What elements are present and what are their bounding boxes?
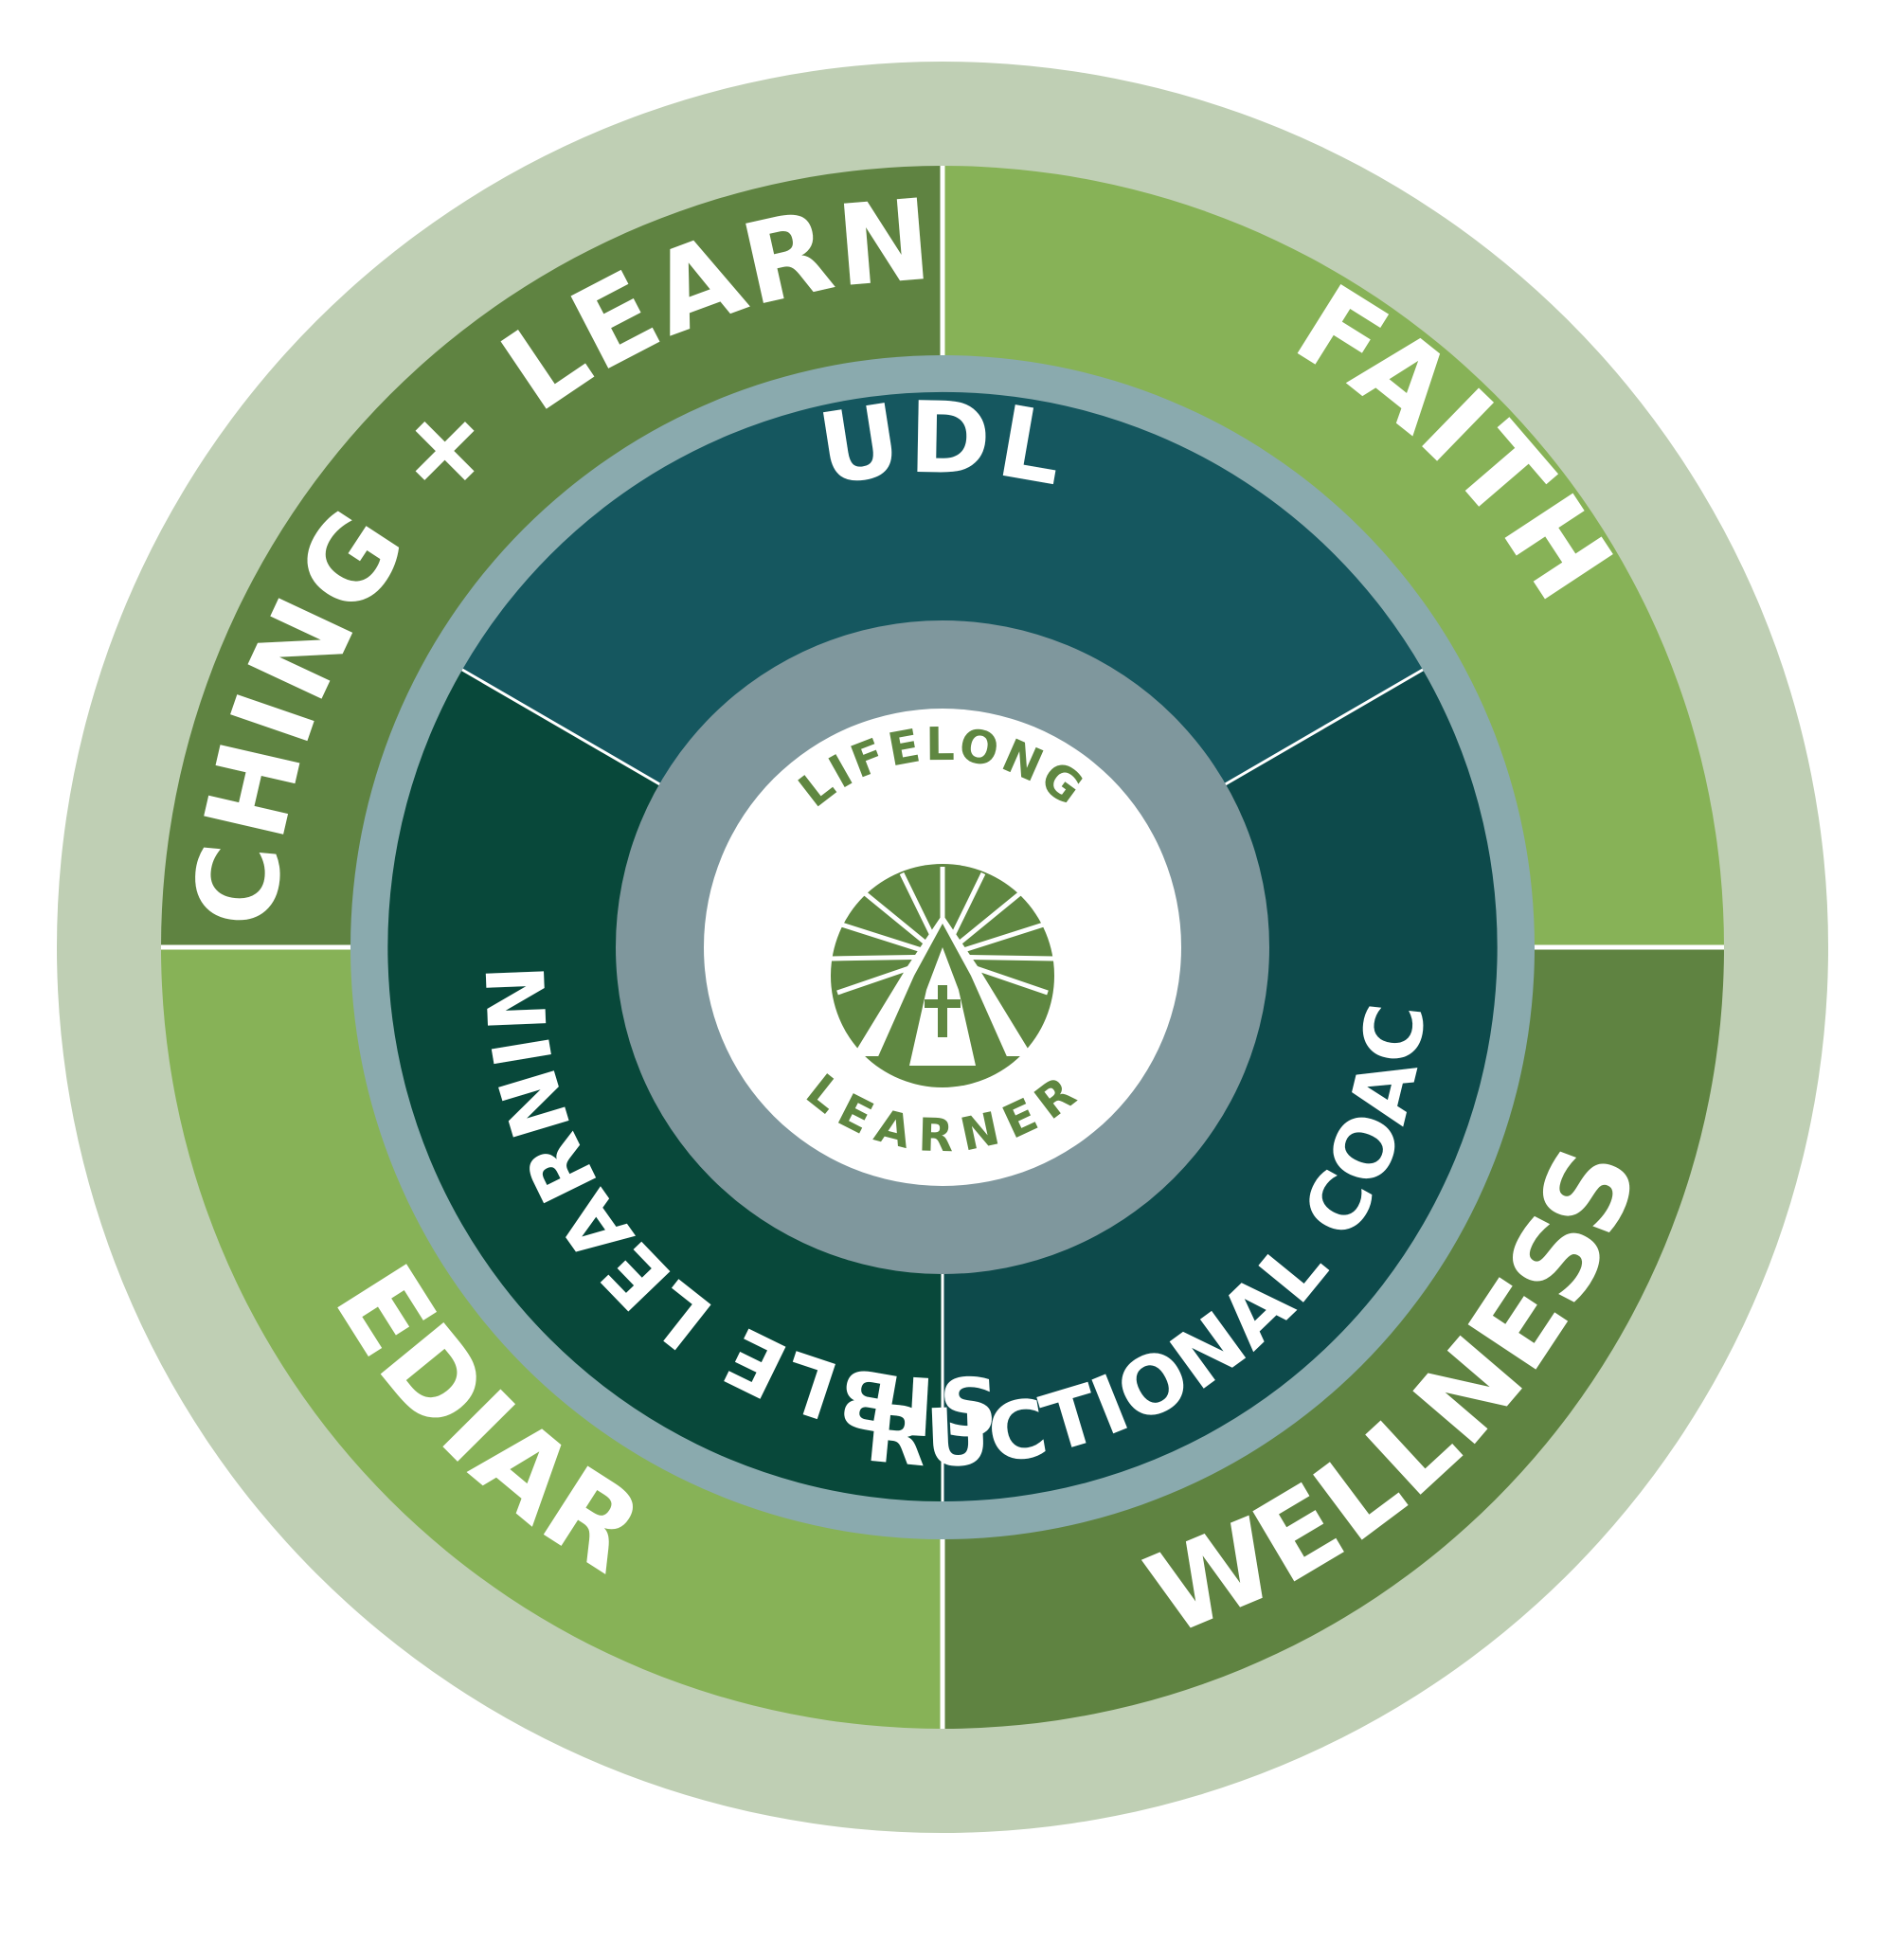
praying-hands-sunburst-cross-icon <box>831 864 1054 1087</box>
middle-dividers <box>461 668 1424 1501</box>
udl-label: UDL <box>811 380 1075 509</box>
